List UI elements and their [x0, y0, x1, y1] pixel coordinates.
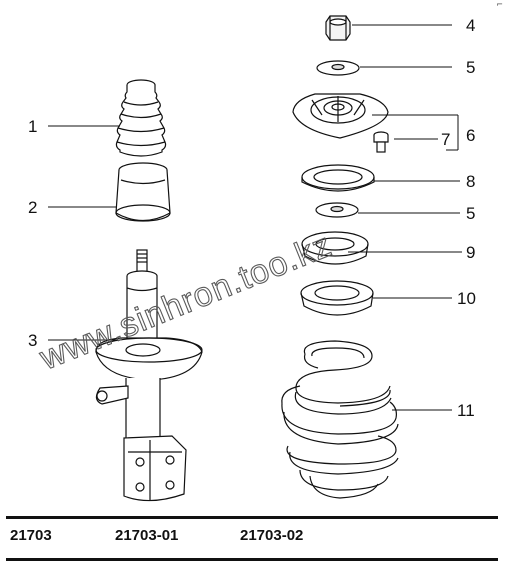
spring-upper-seat-part: [301, 231, 369, 265]
strut-assembly-part: [95, 249, 203, 502]
washer-upper-part: [316, 60, 360, 76]
footer-code-1: 21703: [10, 527, 52, 544]
callout-8: 8: [466, 172, 475, 191]
coil-spring-part: [281, 340, 399, 499]
footer-bottom-rule: [6, 558, 498, 561]
bolt-part: [373, 131, 389, 153]
washer-lower-part: [315, 202, 359, 218]
callout-4: 4: [466, 16, 475, 35]
callout-11: 11: [457, 401, 475, 420]
leader-lines: [48, 24, 462, 411]
callout-5-lower: 5: [466, 204, 475, 223]
corner-mark: ⌐: [496, 0, 503, 9]
protective-boot-part: [115, 162, 171, 222]
callout-2: 2: [28, 198, 37, 217]
callout-9: 9: [466, 243, 475, 262]
callout-7: 7: [441, 130, 450, 149]
footer-top-rule: [6, 516, 498, 519]
callout-10: 10: [457, 289, 476, 308]
callout-3: 3: [28, 331, 37, 350]
callout-1: 1: [28, 117, 37, 136]
footer-code-2: 21703-01: [115, 527, 179, 544]
bump-stop-part: [115, 79, 167, 157]
spring-insulator-part: [300, 280, 374, 316]
callout-5-upper: 5: [466, 58, 475, 77]
nut-part: [325, 15, 351, 41]
callout-6: 6: [466, 126, 475, 145]
support-bearing-part: [301, 164, 375, 192]
upper-mount-part: [292, 93, 389, 139]
footer-code-3: 21703-02: [240, 527, 304, 544]
